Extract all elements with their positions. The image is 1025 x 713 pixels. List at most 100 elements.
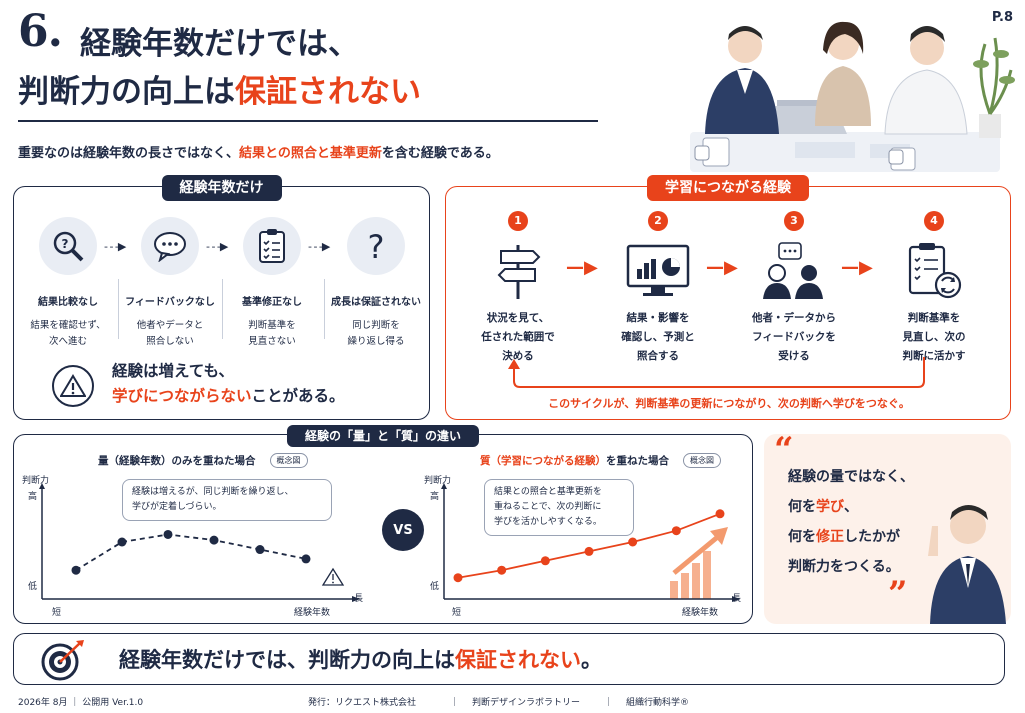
conclusion-highlight: 保証されない (455, 647, 581, 672)
left-line-chart (39, 483, 360, 602)
step-text-2: フィードバックを (752, 331, 836, 343)
page-number: P.8 (991, 10, 1013, 25)
monitor-chart-icon (598, 239, 718, 303)
left-chart-point-4 (209, 535, 219, 545)
bubble-line-3: 学びを活かしやすくなる。 (494, 517, 602, 527)
footer-separator: ｜ (604, 698, 614, 708)
step-desc-2: 照合しない (146, 336, 194, 347)
experience-only-title: 経験年数だけ (161, 175, 282, 201)
step-text-1: 判断基準を (907, 312, 961, 324)
quote-line-2-prefix: 何を (788, 499, 816, 515)
step-desc-1: 他者やデータと (136, 320, 204, 331)
learning-step-1: 1 状況を見て、任された範囲で決める (458, 211, 578, 366)
close-quote-mark: ” (888, 574, 908, 614)
people-feedback-icon (734, 239, 854, 303)
quote-text: 経験の量ではなく、 何を学び、 何を修正したかが 判断力をつくる。 (788, 462, 914, 582)
bubble-line-1: 経験は増えるが、同じ判断を繰り返し、 (132, 487, 294, 497)
divider (118, 279, 119, 339)
learning-experience-title: 学習につながる経験 (647, 175, 809, 201)
learning-step-3: 3 他者・データからフィードバックを受ける (734, 211, 854, 366)
left-chart-title: 量（経験年数）のみを重ねた場合概念図 (98, 453, 308, 468)
subtitle-suffix: を含む経験である。 (381, 146, 499, 161)
subtitle-prefix: 重要なのは経験年数の長さではなく、 (18, 146, 240, 161)
quote-panel: “ 経験の量ではなく、 何を学び、 何を修正したかが 判断力をつくる。 ” (764, 430, 1011, 624)
step-desc-1: 同じ判断を (352, 320, 400, 331)
learning-step-2: 2 結果・影響を確認し、予測と照合する (598, 211, 718, 366)
right-chart-point-3 (540, 556, 550, 566)
right-chart-point-5 (628, 537, 638, 547)
right-y-low: 低 (430, 582, 440, 592)
right-x-label: 経験年数 (682, 608, 719, 618)
signpost-icon (458, 239, 578, 303)
vs-badge: VS (382, 509, 424, 551)
left-y-low: 低 (28, 582, 38, 592)
step-no-comparison: ? 結果比較なし 結果を確認せず、次へ進む (22, 217, 114, 350)
step-text-2: 任された範囲で (481, 331, 555, 343)
footer-publisher: 発行：リクエスト株式会社 (308, 698, 417, 708)
clipboard-refresh-icon (874, 239, 994, 303)
cycle-caption: このサイクルが、判断基準の更新につながり、次の判断へ学びをつなぐ。 (548, 397, 910, 410)
right-y-high: 高 (430, 492, 440, 502)
step-desc-2: 次へ進む (48, 336, 87, 347)
quote-line-2: 何を学び、 (788, 492, 914, 522)
right-chart-point-6 (671, 526, 681, 536)
section-number: 6. (18, 6, 63, 57)
left-chart-series-line (75, 533, 307, 571)
left-chart-title-text: 量（経験年数）のみを重ねた場合 (98, 455, 256, 467)
divider (324, 279, 325, 339)
right-chart-title-highlight: 質（学習につながる経験） (480, 455, 606, 467)
left-y-label: 判断力 (22, 476, 50, 486)
right-chart-point-4 (584, 546, 594, 556)
right-chart-point-7 (715, 509, 725, 519)
step-text-1: 他者・データから (752, 312, 836, 324)
step-desc: 他者やデータと照合しない (124, 318, 216, 350)
dashed-arrow-icon: - - -▶ (308, 240, 330, 253)
right-chart-title-suffix: を重ねた場合 (606, 455, 669, 467)
step-text-3: 決める (502, 350, 534, 362)
right-chart-point-1 (453, 573, 463, 583)
warning-line-2: 学びにつながらないことがある。 (112, 384, 345, 409)
bubble-line-1: 結果との照合と基準更新を (494, 487, 602, 497)
subtitle-highlight: 結果との照合と基準更新 (239, 146, 382, 161)
step-desc: 同じ判断を繰り返し得る (330, 318, 422, 350)
step-number: 1 (508, 211, 528, 231)
learning-step-4: 4 判断基準を見直し、次の判断に活かす (874, 211, 994, 366)
step-desc-1: 結果を確認せず、 (30, 320, 106, 331)
step-label: 基準修正なし (242, 297, 302, 308)
quote-line-4: 判断力をつくる。 (788, 559, 900, 575)
comparison-title: 経験の「量」と「質」の違い (286, 425, 480, 447)
quote-line-3-suffix: したかが (844, 529, 900, 545)
step-number: 2 (648, 211, 668, 231)
step-text-2: 確認し、予測と (621, 331, 695, 343)
left-x-label: 経験年数 (294, 608, 331, 618)
right-chart-bubble: 結果との照合と基準更新を重ねることで、次の判断に学びを活かしやすくなる。 (484, 479, 634, 536)
step-desc: 結果を確認せず、次へ進む (22, 318, 114, 350)
dashed-arrow-icon: - - -▶ (104, 240, 126, 253)
footer-lab: 判断デザインラボラトリー (472, 698, 581, 708)
step-text-3: 判断に活かす (902, 350, 966, 362)
conclusion-suffix: 。 (581, 647, 602, 672)
warning-highlight: 学びにつながらない (112, 387, 252, 405)
quantity-vs-quality-panel: 経験の「量」と「質」の違い 量（経験年数）のみを重ねた場合概念図 経験は増えるが… (13, 425, 753, 624)
step-label: フィードバックなし (125, 297, 215, 308)
subtitle: 重要なのは経験年数の長さではなく、結果との照合と基準更新を含む経験である。 (18, 142, 499, 161)
right-chart-point-2 (497, 565, 507, 575)
step-text: 判断基準を見直し、次の判断に活かす (874, 309, 994, 366)
magnifier-question-icon: ? (39, 217, 97, 275)
question-mark-icon: ? (347, 217, 405, 275)
concept-tag: 概念図 (683, 453, 721, 468)
cycle-return-arrow (508, 357, 925, 388)
warning-text: 経験は増えても、 学びにつながらないことがある。 (112, 359, 345, 409)
step-desc-1: 判断基準を (248, 320, 296, 331)
arrow-right-icon: —▶ (841, 257, 873, 278)
warning-suffix: ことがある。 (251, 387, 345, 405)
step-growth-not-guaranteed: ? 成長は保証されない 同じ判断を繰り返し得る (330, 217, 422, 350)
quote-line-3-highlight: 修正 (816, 529, 844, 545)
step-label: 成長は保証されない (331, 297, 421, 308)
conclusion-bar: 経験年数だけでは、判断力の向上は保証されない。 (13, 633, 1005, 685)
step-no-standard-revision: 基準修正なし 判断基準を見直さない (226, 217, 318, 350)
left-y-high: 高 (28, 492, 38, 502)
warning-line-1: 経験は増えても、 (112, 362, 234, 380)
businessman-pointing-illustration (928, 505, 1006, 624)
caution-icon (321, 567, 345, 586)
